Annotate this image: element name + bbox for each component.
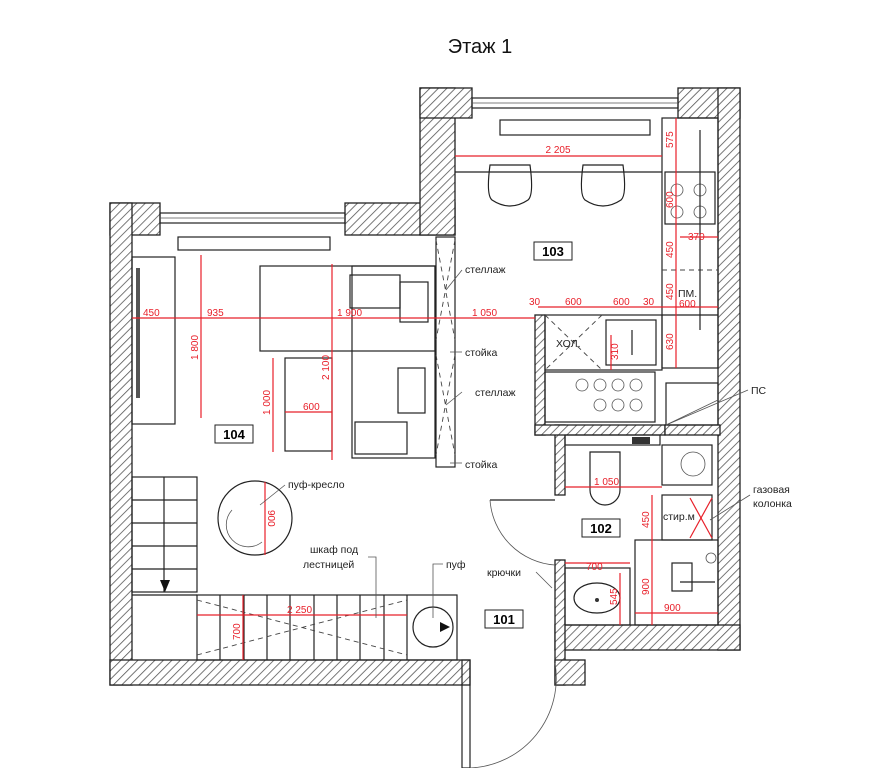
dimensions-d600v: 600 [665, 191, 676, 208]
dimensions-d450s: 450 [641, 511, 652, 528]
dimensions-d30a: 30 [529, 297, 541, 308]
windows [159, 97, 679, 224]
labels-stellazh_2: стеллаж [475, 387, 516, 399]
labels-pm: ПМ. [678, 288, 697, 300]
dimensions-d600c: 600 [679, 299, 696, 310]
dimension-lines [132, 118, 718, 660]
labels-gas_line1: газовая [753, 484, 790, 496]
labels-stoika_1: стойка [465, 347, 497, 359]
callouts: стеллаж стойка стеллаж стойка пуф-кресло… [259, 264, 792, 618]
dimensions-d450b: 450 [665, 283, 676, 300]
labels-puf: пуф [446, 559, 466, 571]
dimensions-d600t: 600 [303, 402, 320, 413]
living-furniture [131, 236, 458, 661]
dimension-labels: 2 205 575 600 450 370 450 30 600 600 30 … [143, 131, 705, 640]
labels-puf_kreslo: пуф-кресло [288, 479, 345, 491]
dimensions-d600b: 600 [613, 297, 630, 308]
dimensions-d935: 935 [207, 308, 224, 319]
dimensions-d2250: 2 250 [287, 605, 312, 616]
room-101: 101 [493, 612, 515, 627]
labels-shkaf_line1: шкаф под [310, 544, 358, 556]
dimensions-d630: 630 [665, 333, 676, 350]
walls [109, 87, 741, 686]
dimensions-d1050b: 1 050 [594, 477, 619, 488]
labels-stoika_2: стойка [465, 459, 497, 471]
kitchen-furniture [455, 117, 719, 426]
dimensions-d700s: 700 [232, 623, 243, 640]
dimensions-d575: 575 [665, 131, 676, 148]
dimensions-d900h: 900 [664, 603, 681, 614]
dimensions-d1900: 1 900 [337, 308, 362, 319]
dimensions-d30b: 30 [643, 297, 655, 308]
dimensions-d450a: 450 [665, 241, 676, 258]
room-tags: 103 104 102 101 [214, 241, 621, 629]
room-104: 104 [223, 427, 245, 442]
dimensions-d450l: 450 [143, 308, 160, 319]
dimensions-d310: 310 [610, 343, 621, 360]
labels-stir: стир.м [663, 511, 695, 523]
dimensions-d600a: 600 [565, 297, 582, 308]
labels-ps: ПС [751, 385, 767, 397]
dimensions-d370: 370 [688, 232, 705, 243]
room-103: 103 [542, 244, 564, 259]
dimensions-d2100: 2 100 [321, 355, 332, 380]
labels-kryuchki: крючки [487, 567, 521, 579]
dimensions-d900c: 900 [265, 510, 276, 527]
dimensions-d545: 545 [609, 588, 620, 605]
labels-stellazh_1: стеллаж [465, 264, 506, 276]
bathroom-fixtures [564, 434, 719, 626]
dimensions-d700w: 700 [586, 562, 603, 573]
labels-gas_line2: колонка [753, 498, 792, 510]
floor-title: Этаж 1 [448, 36, 513, 58]
dimensions-d1000: 1 000 [262, 390, 273, 415]
room-102: 102 [590, 521, 612, 536]
dimensions-d1050a: 1 050 [472, 308, 497, 319]
labels-shkaf_line2: лестницей [303, 559, 354, 571]
dimensions-d1800: 1 800 [190, 335, 201, 360]
doors [461, 499, 557, 768]
dimensions-d900v: 900 [641, 578, 652, 595]
dimensions-d2205: 2 205 [545, 145, 570, 156]
labels-hol: ХОЛ. [556, 338, 581, 350]
